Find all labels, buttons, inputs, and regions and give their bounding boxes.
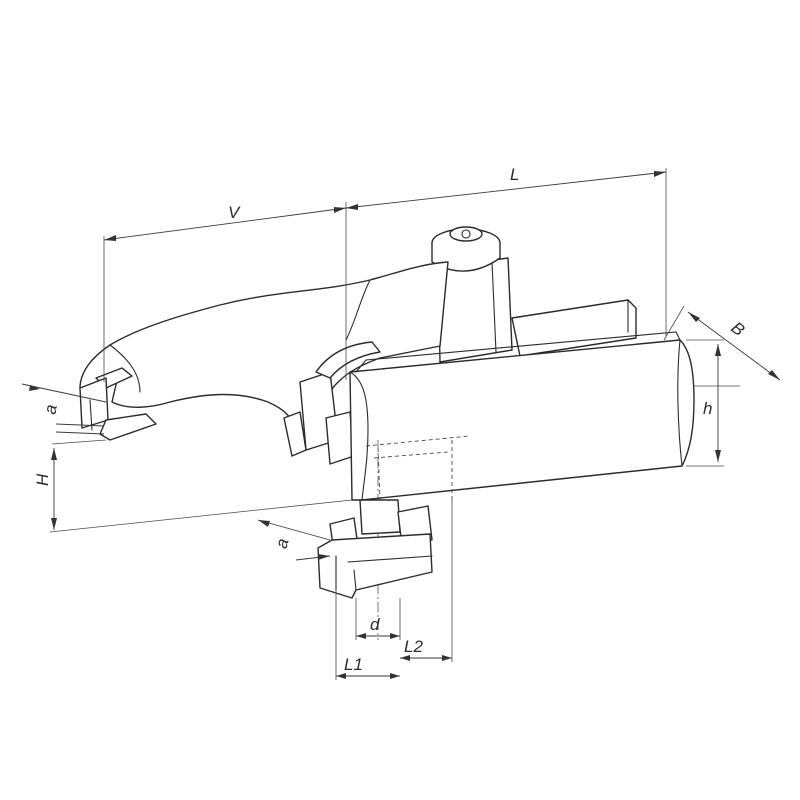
label-L1: L1: [344, 655, 363, 674]
dimension-lines: [21, 171, 781, 677]
arrowheads: [29, 171, 780, 679]
label-B: B: [728, 318, 749, 340]
hidden-line-3: [377, 447, 381, 501]
rear-rail: [511, 299, 637, 357]
nose-pad: [79, 367, 157, 441]
heel-block: [283, 341, 381, 465]
hidden-line-2: [373, 451, 449, 459]
spindle-column: [431, 226, 513, 363]
label-a-bottom: a: [272, 536, 293, 550]
hidden-line-1: [365, 435, 471, 447]
extension-lines: [49, 168, 740, 680]
base-bar: [349, 331, 695, 501]
label-H: H: [33, 473, 52, 486]
label-h: h: [703, 399, 712, 418]
label-d: d: [370, 615, 380, 634]
tslot-bolt: [317, 499, 433, 599]
label-L2: L2: [404, 637, 423, 656]
label-L: L: [510, 165, 519, 184]
label-V: V: [228, 203, 241, 222]
label-a-top: a: [40, 403, 60, 416]
